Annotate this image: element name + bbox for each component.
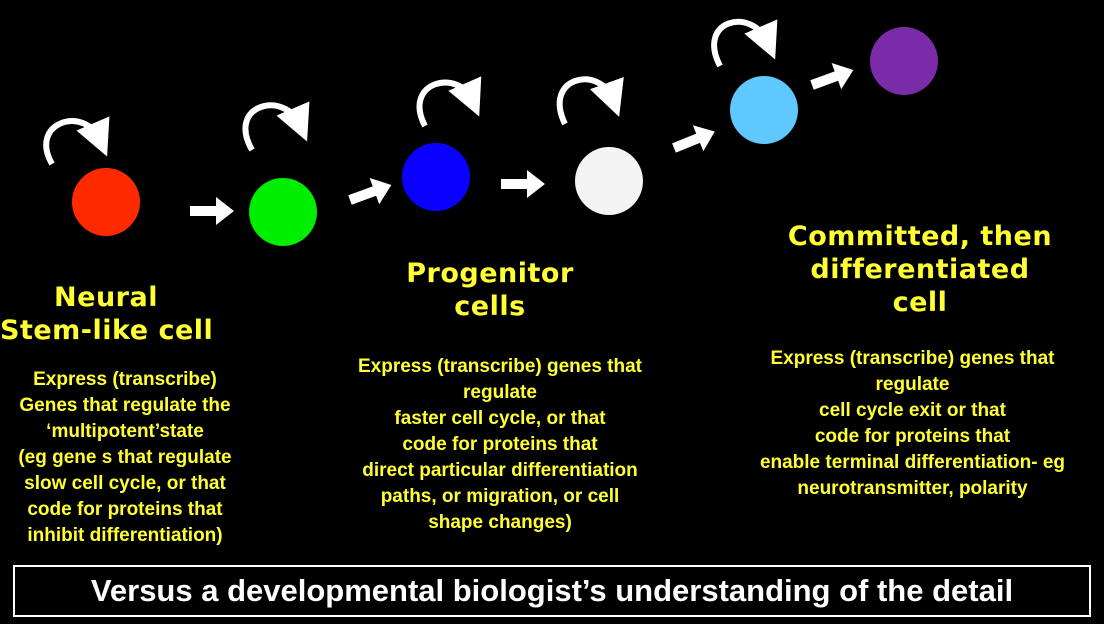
self-renewal-arrow-icon	[43, 116, 110, 166]
progenitor-description: Express (transcribe) genes that regulate…	[357, 356, 643, 533]
neural-stem-cell	[72, 168, 140, 236]
stem-cell-description: Express (transcribe) Genes that regulate…	[18, 369, 232, 546]
lineage-arrow-icon	[672, 125, 715, 153]
committed-title: Committed, then differentiated cell	[787, 221, 1053, 318]
committed-cell	[730, 76, 798, 144]
committed-description: Express (transcribe) genes that regulate…	[759, 348, 1066, 499]
stem-cell-title: Neural Stem-like cell	[0, 282, 214, 346]
progenitor-cell-blue	[402, 143, 470, 211]
lineage-arrow-icon	[348, 177, 392, 205]
progenitor-title: Progenitor cells	[406, 258, 574, 322]
self-renewal-arrow-icon	[416, 76, 482, 128]
summary-banner: Versus a developmental biologist’s under…	[13, 565, 1091, 617]
progenitor-cell-green	[249, 178, 317, 246]
progenitor-cell-white	[575, 147, 643, 215]
lineage-arrow-icon	[501, 170, 545, 198]
self-renewal-arrow-icon	[556, 76, 624, 126]
differentiated-cell	[870, 27, 938, 95]
lineage-arrow-icon	[190, 197, 234, 225]
self-renewal-arrow-icon	[242, 101, 310, 152]
self-renewal-arrow-icon	[711, 18, 778, 68]
lineage-arrow-icon	[810, 62, 854, 90]
